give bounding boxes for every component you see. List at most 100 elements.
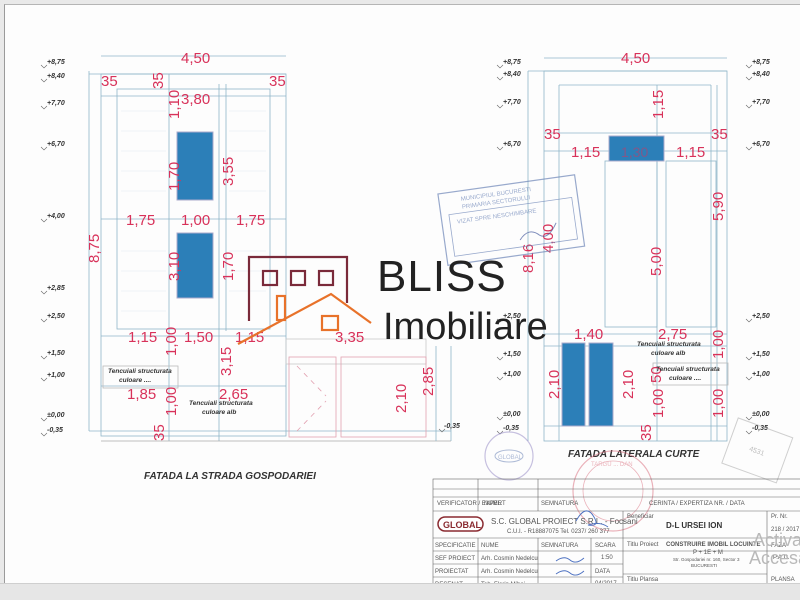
svg-text:-0,35: -0,35 <box>47 427 63 434</box>
svg-text:1,15: 1,15 <box>650 90 667 119</box>
svg-text:Arh. Cosmin Nedelcu: Arh. Cosmin Nedelcu <box>481 556 538 562</box>
right-door-leaf-right <box>588 342 614 427</box>
right-elevation-caption: FATADA LATERALA CURTE <box>568 449 700 460</box>
svg-text:Titlu Plansa: Titlu Plansa <box>627 577 659 583</box>
svg-text:SCARA: SCARA <box>595 543 616 549</box>
windows-activation-watermark: Activa Accesati <box>749 530 800 568</box>
svg-text:+8,75: +8,75 <box>752 59 770 66</box>
svg-text:35: 35 <box>269 73 286 90</box>
svg-text:35: 35 <box>711 126 728 143</box>
svg-text:+8,75: +8,75 <box>503 59 521 66</box>
svg-text:PROIECTAT: PROIECTAT <box>435 569 469 575</box>
svg-text:SEF PROIECT: SEF PROIECT <box>435 556 475 562</box>
svg-text:Tencuiali structurata: Tencuiali structurata <box>189 400 253 407</box>
round-stamp-global: GLOBAL <box>484 431 534 481</box>
svg-text:GLOBAL: GLOBAL <box>498 455 523 461</box>
svg-text:-0,35: -0,35 <box>752 425 768 432</box>
svg-text:1,00: 1,00 <box>650 389 667 418</box>
svg-text:2,10: 2,10 <box>620 370 637 399</box>
right-level-markers: +8,75 +8,40 +7,70 +6,70 +2,50 +1,50 +1,0… <box>496 59 770 435</box>
svg-text:Str. Gospodariei nr. 160, Sect: Str. Gospodariei nr. 160, Sector 3 <box>673 557 740 562</box>
svg-text:VERIFICATOR / EXPERT: VERIFICATOR / EXPERT <box>437 501 506 507</box>
svg-text:35: 35 <box>544 126 561 143</box>
svg-text:C.U.I. - R18887075 Tel. 0237/: C.U.I. - R18887075 Tel. 0237/ 260 377 <box>507 529 610 535</box>
svg-text:Pr. Nr.: Pr. Nr. <box>771 514 788 520</box>
svg-text:+8,40: +8,40 <box>752 71 770 78</box>
svg-text:1,15: 1,15 <box>676 144 705 161</box>
svg-text:4,50: 4,50 <box>621 50 650 67</box>
svg-text:+7,70: +7,70 <box>47 100 65 107</box>
svg-text:+4,00: +4,00 <box>47 213 65 220</box>
svg-text:+1,00: +1,00 <box>47 372 65 379</box>
svg-text:CERINTA / EXPERTIZA NR. / DATA: CERINTA / EXPERTIZA NR. / DATA <box>649 501 745 507</box>
svg-text:+1,50: +1,50 <box>752 351 770 358</box>
svg-text:1,30: 1,30 <box>621 144 648 160</box>
svg-text:+6,70: +6,70 <box>503 141 521 148</box>
svg-text:1,40: 1,40 <box>574 326 603 343</box>
svg-text:Tencuiali structurata: Tencuiali structurata <box>656 366 720 373</box>
svg-text:Beneficiar: Beneficiar <box>627 514 654 520</box>
svg-text:4531: 4531 <box>748 446 765 458</box>
global-company-logo: GLOBAL <box>437 516 484 532</box>
svg-text:-0,35: -0,35 <box>503 425 519 432</box>
svg-text:CONSTRUIRE IMOBIL LOCUINTE: CONSTRUIRE IMOBIL LOCUINTE <box>666 542 761 548</box>
svg-text:+2,85: +2,85 <box>47 285 65 292</box>
svg-text:5,90: 5,90 <box>710 192 727 221</box>
right-dimensions: 4,50 1,15 35 35 1,15 1,30 1,15 5,90 5,00… <box>520 50 728 441</box>
svg-text:culoare ....: culoare .... <box>669 375 701 382</box>
svg-text:1,75: 1,75 <box>236 212 265 229</box>
svg-text:culoare alb: culoare alb <box>651 350 685 357</box>
svg-text:35: 35 <box>638 424 655 441</box>
title-block <box>432 478 800 594</box>
svg-text:VIZAT SPRE NESCHIMBARE: VIZAT SPRE NESCHIMBARE <box>457 208 537 225</box>
svg-text:culoare alb: culoare alb <box>202 409 236 416</box>
left-notes: Tencuiali structurata culoare .... Tencu… <box>108 368 253 416</box>
drawing-sheet: 4,50 35 35 35 3,80 1,10 1,70 3,55 1,75 1… <box>4 4 800 594</box>
svg-text:+1,50: +1,50 <box>47 350 65 357</box>
svg-text:+7,70: +7,70 <box>752 99 770 106</box>
left-lower-window <box>176 232 214 299</box>
svg-text:+6,70: +6,70 <box>752 141 770 148</box>
left-upper-window <box>176 131 214 201</box>
svg-text:3,15: 3,15 <box>218 347 235 376</box>
svg-text:3,80: 3,80 <box>181 91 210 108</box>
svg-text:Titlu Proiect: Titlu Proiect <box>627 542 659 548</box>
bliss-imobiliare-logo: BLISS Imobiliare <box>237 252 548 348</box>
svg-text:5,00: 5,00 <box>648 247 665 276</box>
svg-text:Tencuiali structurata: Tencuiali structurata <box>637 341 701 348</box>
svg-text:+2,50: +2,50 <box>503 313 521 320</box>
svg-text:35: 35 <box>150 72 167 89</box>
right-notes: Tencuiali structurata culoare alb Tencui… <box>637 341 720 382</box>
svg-text:culoare ....: culoare .... <box>119 377 151 384</box>
svg-text:3,10: 3,10 <box>166 252 183 281</box>
svg-text:±0,00: ±0,00 <box>503 411 521 418</box>
svg-text:50: 50 <box>648 366 665 383</box>
box-stamp-right: 4531 <box>721 417 794 484</box>
svg-text:BUCURESTI: BUCURESTI <box>691 563 717 568</box>
svg-text:±0,00: ±0,00 <box>752 411 770 418</box>
left-elevation <box>88 55 452 442</box>
left-dimensions: 4,50 35 35 35 3,80 1,10 1,70 3,55 1,75 1… <box>86 50 437 441</box>
svg-text:DATA: DATA <box>595 569 610 575</box>
svg-text:Arh. Cosmin Nedelcu: Arh. Cosmin Nedelcu <box>481 569 538 575</box>
svg-text:+8,40: +8,40 <box>47 73 65 80</box>
svg-text:BLISS: BLISS <box>377 252 507 301</box>
svg-text:1,85: 1,85 <box>127 386 156 403</box>
svg-text:+6,70: +6,70 <box>47 141 65 148</box>
svg-text:FAZA: FAZA <box>771 543 786 549</box>
svg-text:SEMNATURA: SEMNATURA <box>541 501 578 507</box>
svg-text:2,85: 2,85 <box>420 367 437 396</box>
svg-text:+1,00: +1,00 <box>503 371 521 378</box>
svg-text:NUME: NUME <box>481 543 499 549</box>
svg-text:1,00: 1,00 <box>163 327 180 356</box>
right-upper-window <box>608 135 665 162</box>
svg-text:P.A.C.: P.A.C. <box>773 555 790 561</box>
svg-text:+1,00: +1,00 <box>752 371 770 378</box>
svg-text:1,50: 1,50 <box>184 329 213 346</box>
svg-text:1,75: 1,75 <box>126 212 155 229</box>
svg-text:D-L URSEI ION: D-L URSEI ION <box>666 521 723 530</box>
svg-text:+8,75: +8,75 <box>47 59 65 66</box>
svg-text:218 / 2017: 218 / 2017 <box>771 527 800 533</box>
svg-text:Tencuiali structurata: Tencuiali structurata <box>108 368 172 375</box>
svg-text:35: 35 <box>151 424 168 441</box>
